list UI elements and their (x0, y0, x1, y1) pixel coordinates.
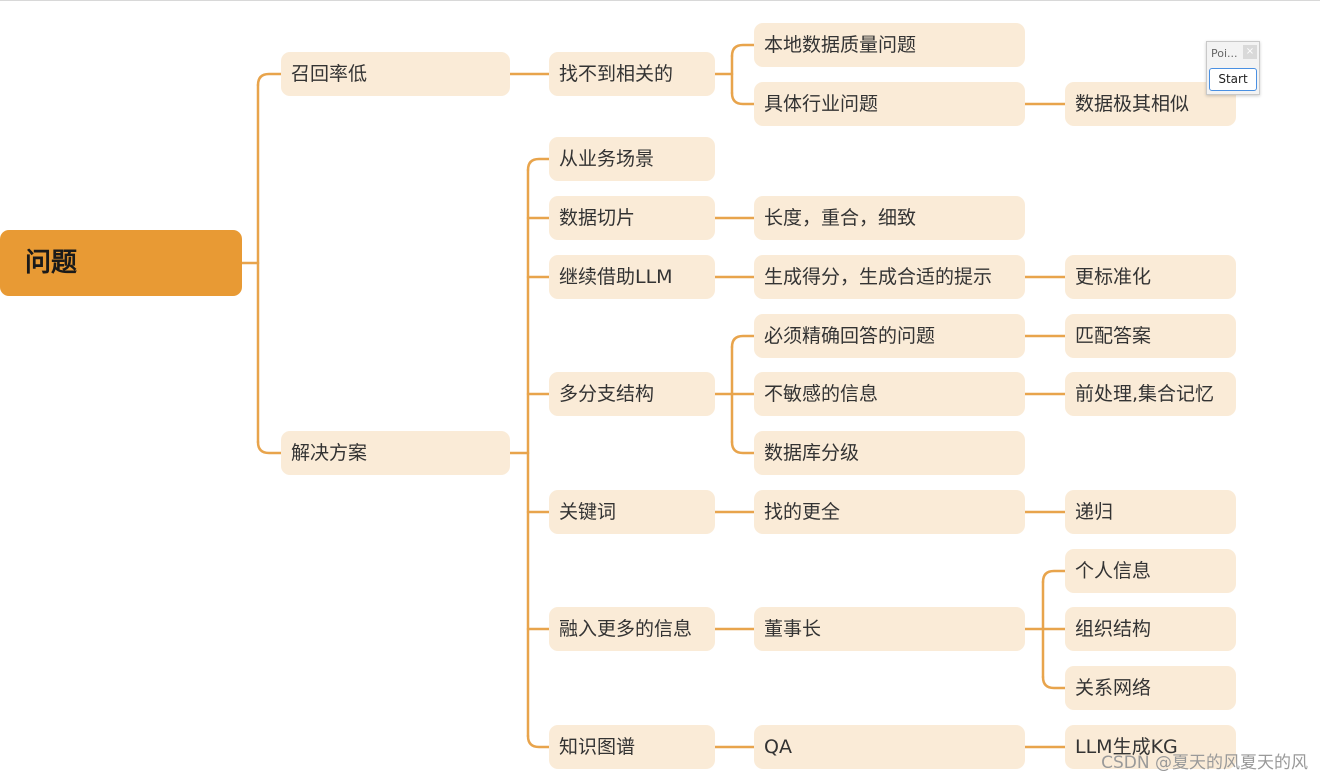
node-biz-scene[interactable]: 从业务场景 (549, 137, 715, 181)
top-border (0, 0, 1320, 1)
node-local-quality[interactable]: 本地数据质量问题 (754, 23, 1025, 67)
node-more-complete[interactable]: 找的更全 (754, 490, 1025, 534)
node-db-level[interactable]: 数据库分级 (754, 431, 1025, 475)
node-llm-kg[interactable]: LLM生成KG (1065, 725, 1236, 769)
start-button[interactable]: Start (1209, 68, 1257, 91)
node-match-answer[interactable]: 匹配答案 (1065, 314, 1236, 358)
node-llm-detail[interactable]: 生成得分，生成合适的提示 (754, 255, 1025, 299)
node-personal[interactable]: 个人信息 (1065, 549, 1236, 593)
node-llm[interactable]: 继续借助LLM (549, 255, 715, 299)
node-preprocess[interactable]: 前处理,集合记忆 (1065, 372, 1236, 416)
node-industry[interactable]: 具体行业问题 (754, 82, 1025, 126)
node-data-similar[interactable]: 数据极其相似 (1065, 82, 1236, 126)
node-org[interactable]: 组织结构 (1065, 607, 1236, 651)
watermark: CSDN @夏天的风夏天的风 (1101, 753, 1308, 773)
node-insensitive[interactable]: 不敏感的信息 (754, 372, 1025, 416)
pointer-popup: Poi... × Start (1206, 41, 1260, 95)
node-kg[interactable]: 知识图谱 (549, 725, 715, 769)
node-recursion[interactable]: 递归 (1065, 490, 1236, 534)
node-chunk-detail[interactable]: 长度，重合，细致 (754, 196, 1025, 240)
node-multi-branch[interactable]: 多分支结构 (549, 372, 715, 416)
node-recall-low[interactable]: 召回率低 (281, 52, 510, 96)
node-keywords[interactable]: 关键词 (549, 490, 715, 534)
node-relation[interactable]: 关系网络 (1065, 666, 1236, 710)
node-chairman[interactable]: 董事长 (754, 607, 1025, 651)
close-icon[interactable]: × (1243, 45, 1257, 59)
node-qa[interactable]: QA (754, 725, 1025, 769)
popup-title: Poi... (1211, 47, 1238, 60)
node-not-found[interactable]: 找不到相关的 (549, 52, 715, 96)
node-more-info[interactable]: 融入更多的信息 (549, 607, 715, 651)
node-standardize[interactable]: 更标准化 (1065, 255, 1236, 299)
node-solution[interactable]: 解决方案 (281, 431, 510, 475)
root-node[interactable]: 问题 (0, 230, 242, 296)
node-exact-answer[interactable]: 必须精确回答的问题 (754, 314, 1025, 358)
node-chunking[interactable]: 数据切片 (549, 196, 715, 240)
